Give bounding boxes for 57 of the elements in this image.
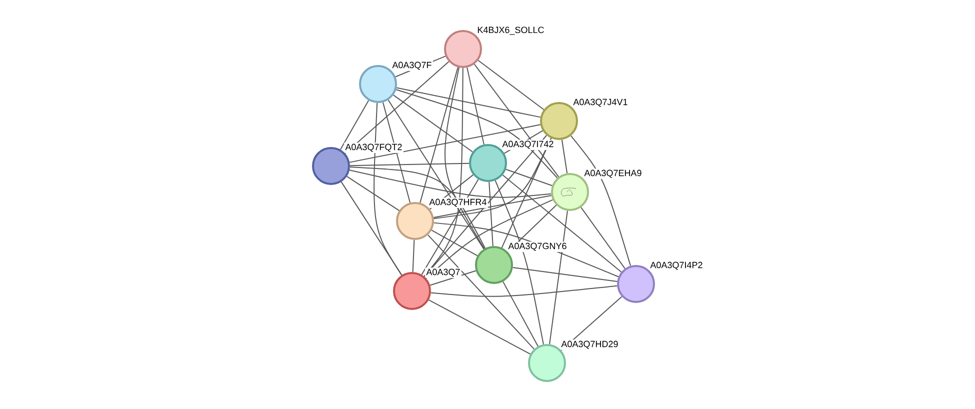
interaction-line bbox=[430, 270, 476, 286]
node-label: A0A3Q7F bbox=[392, 62, 432, 70]
interaction-line bbox=[478, 60, 544, 110]
interaction-line bbox=[396, 87, 541, 118]
interaction-line bbox=[340, 181, 402, 276]
node-label: A0A3Q7J4V1 bbox=[573, 98, 628, 107]
node-label: A0A3Q7FQT2 bbox=[345, 144, 402, 152]
interaction-line bbox=[428, 299, 531, 355]
interaction-line bbox=[549, 210, 568, 345]
interaction-line bbox=[504, 130, 544, 154]
interaction-line bbox=[561, 139, 568, 174]
interaction-line bbox=[444, 67, 485, 250]
node-label: A0A3Q7HD29 bbox=[561, 340, 618, 349]
node-label: K4BJX6_SOLLC bbox=[478, 26, 544, 35]
node-label: A0A3Q7HFR4 bbox=[429, 198, 486, 207]
interaction-line bbox=[349, 124, 541, 163]
interaction-line bbox=[382, 102, 411, 204]
interaction-line bbox=[388, 99, 484, 250]
interaction-line bbox=[346, 176, 400, 212]
interaction-line bbox=[427, 234, 535, 350]
interaction-line bbox=[488, 181, 494, 247]
node-label: A0A3Q7EHA9 bbox=[584, 170, 642, 178]
interaction-line bbox=[502, 281, 538, 347]
interaction-line bbox=[466, 67, 484, 145]
interaction-line bbox=[395, 56, 446, 78]
interaction-line bbox=[505, 168, 553, 186]
interaction-line bbox=[580, 206, 626, 270]
interaction-line bbox=[433, 138, 552, 220]
interaction-line bbox=[502, 174, 622, 272]
node-label: A0A3Q7I742 bbox=[502, 140, 554, 149]
interaction-line bbox=[424, 134, 548, 278]
interaction-line bbox=[570, 135, 632, 266]
node-label: A0A3Q7GNY6 bbox=[508, 242, 566, 251]
interaction-line bbox=[344, 61, 450, 154]
interaction-line bbox=[426, 199, 554, 279]
interaction-line bbox=[392, 94, 474, 152]
interaction-line bbox=[349, 170, 552, 198]
interaction-line bbox=[396, 89, 558, 178]
interaction-line bbox=[501, 138, 552, 248]
interaction-line bbox=[494, 180, 544, 345]
interaction-line bbox=[421, 178, 479, 276]
interaction-line bbox=[420, 66, 458, 204]
interaction-line bbox=[349, 166, 486, 249]
node-label: A0A3Q7I4P2 bbox=[650, 262, 702, 270]
interaction-line bbox=[431, 230, 478, 256]
interaction-line bbox=[433, 194, 552, 218]
node-label: A0A3Q7 bbox=[426, 268, 460, 277]
interaction-line bbox=[430, 285, 618, 297]
interaction-line bbox=[512, 267, 618, 282]
interaction-line bbox=[412, 239, 415, 272]
interaction-line bbox=[474, 64, 560, 178]
interaction-line bbox=[340, 100, 370, 150]
interaction-line bbox=[350, 162, 470, 166]
interaction-line bbox=[433, 222, 619, 278]
interaction-line bbox=[424, 68, 464, 277]
interaction-line bbox=[560, 296, 622, 351]
interaction-line bbox=[429, 174, 474, 210]
